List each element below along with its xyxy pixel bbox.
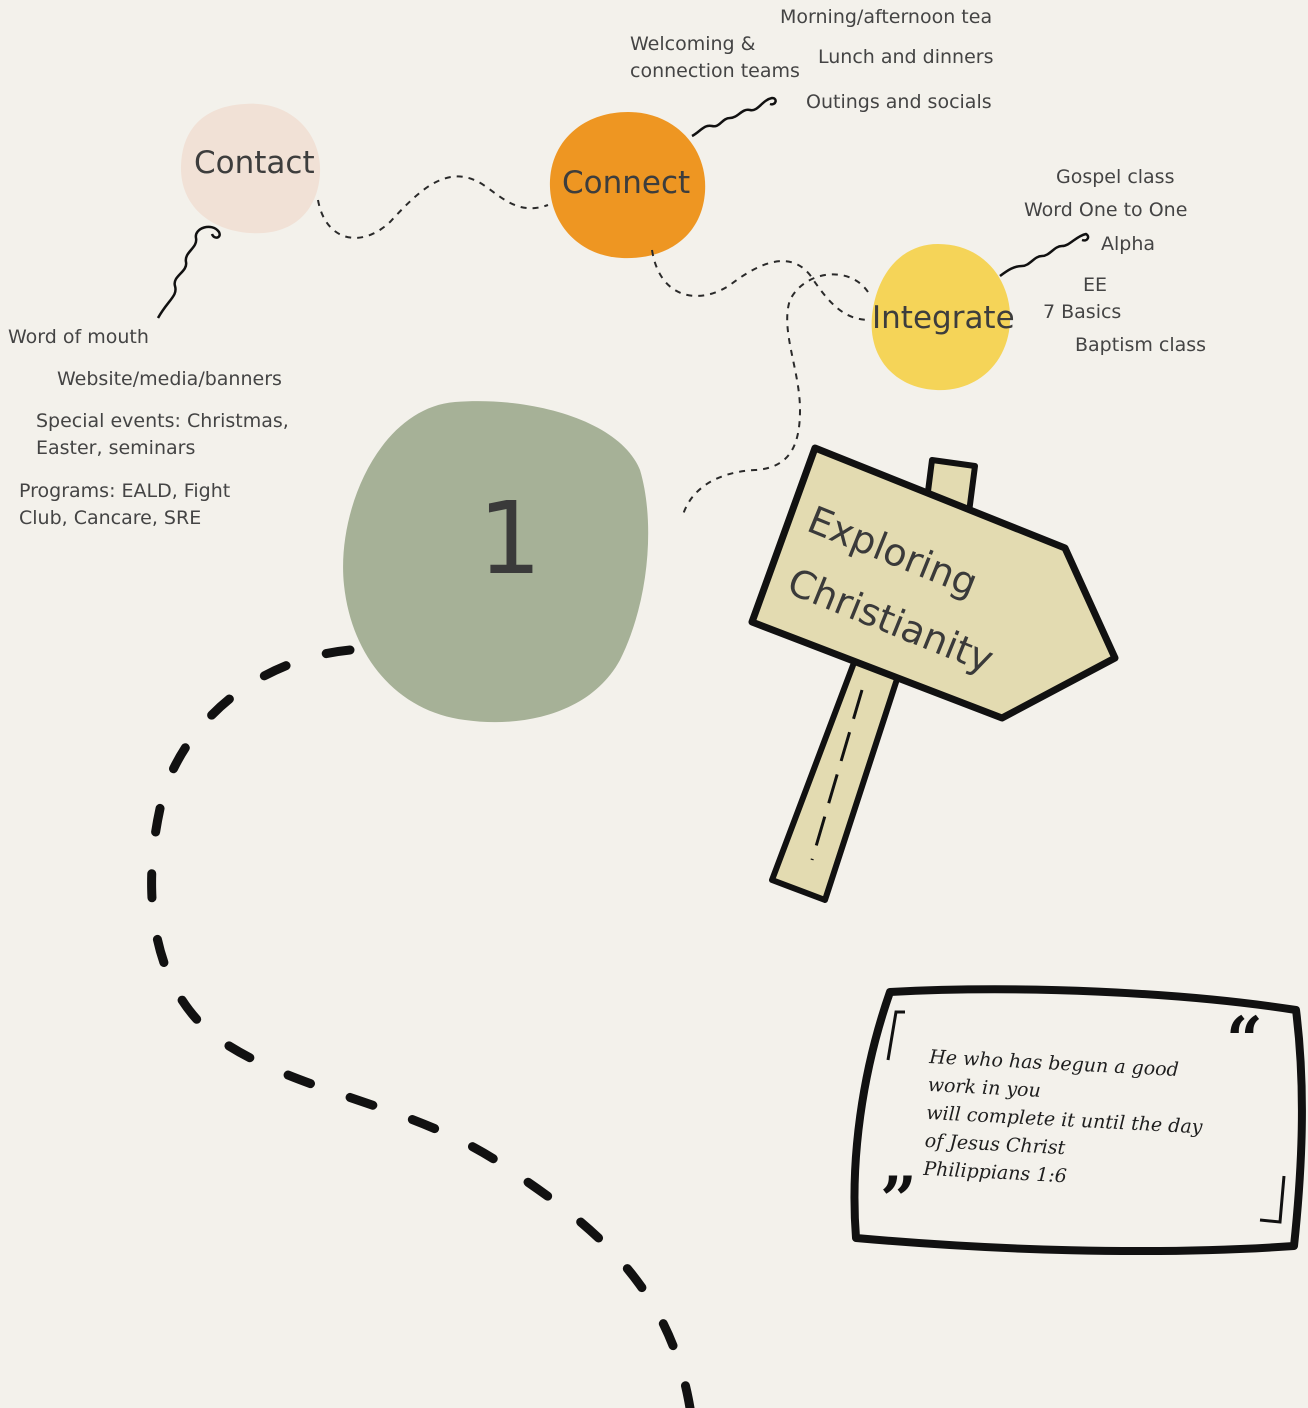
quote-box [850,985,1306,1256]
integrate-node [871,244,1011,391]
integrate-item-7-basics: 7 Basics [1043,301,1122,323]
contact-item-website: Website/media/banners [57,368,282,390]
close-quote-icon: ” [880,1163,917,1238]
contact-item-programs: Programs: EALD, Fight Club, Cancare, SRE [19,480,231,529]
integrate-label: Integrate [872,300,1015,336]
contact-label: Contact [194,145,315,181]
connect-item-welcoming: Welcoming & connection teams [630,33,800,82]
contact-item-special-events: Special events: Christmas, Easter, semin… [36,410,289,459]
journey-trail [147,645,695,1408]
squiggle-integrate [999,232,1090,278]
connector-connect-integrate [651,249,871,321]
integrate-item-alpha: Alpha [1101,233,1156,255]
connect-item-tea: Morning/afternoon tea [780,6,993,28]
step-number: 1 [478,480,542,597]
quote-text: He who has begun a good work in you will… [923,1043,1230,1199]
contact-item-word-of-mouth: Word of mouth [8,326,149,348]
connect-node [549,112,706,259]
connect-label: Connect [562,165,691,201]
open-quote-icon: “ [1226,1003,1263,1078]
squiggle-contact [156,225,221,319]
connect-item-lunch: Lunch and dinners [818,46,994,68]
signpost: Exploring Christianity [748,444,1119,903]
connect-item-outings: Outings and socials [806,91,992,113]
integrate-item-gospel: Gospel class [1056,166,1175,188]
contact-node [180,103,321,234]
connector-integrate-step [681,273,869,519]
connector-contact-connect [317,175,549,239]
integrate-item-baptism: Baptism class [1075,334,1207,356]
integrate-item-one-to-one: Word One to One [1024,199,1188,221]
quote-frame: “ ” [850,985,1306,1256]
integrate-item-ee: EE [1083,274,1108,296]
signpost-board [748,444,1119,722]
step-one-node [343,401,649,723]
squiggle-connect [691,96,777,138]
